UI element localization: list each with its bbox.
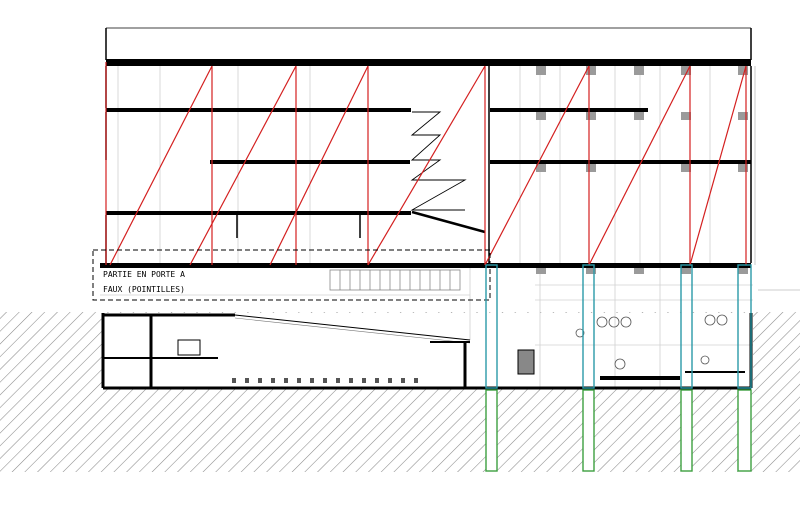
right-edge	[754, 66, 800, 291]
floor-slabs	[100, 59, 751, 268]
annotation-line-2: FAUX (POINTILLES)	[103, 285, 185, 294]
posts	[105, 66, 752, 263]
piles	[485, 389, 752, 472]
bracing-diagonals	[105, 62, 747, 266]
cantilever-dashed-box	[92, 249, 491, 301]
furniture-symbols	[575, 314, 728, 370]
pile-knockouts	[486, 388, 751, 472]
roof-parapet	[105, 27, 752, 60]
facade-grid	[100, 62, 753, 388]
basement-box	[103, 313, 753, 388]
staircase	[410, 111, 486, 234]
seating-rows	[329, 269, 461, 291]
basement-structure	[101, 313, 753, 390]
column-marks	[536, 66, 748, 274]
annotation-line-1: PARTIE EN PORTE A	[103, 270, 185, 279]
basement-seats	[232, 378, 418, 383]
cantilever-columns	[485, 264, 752, 389]
